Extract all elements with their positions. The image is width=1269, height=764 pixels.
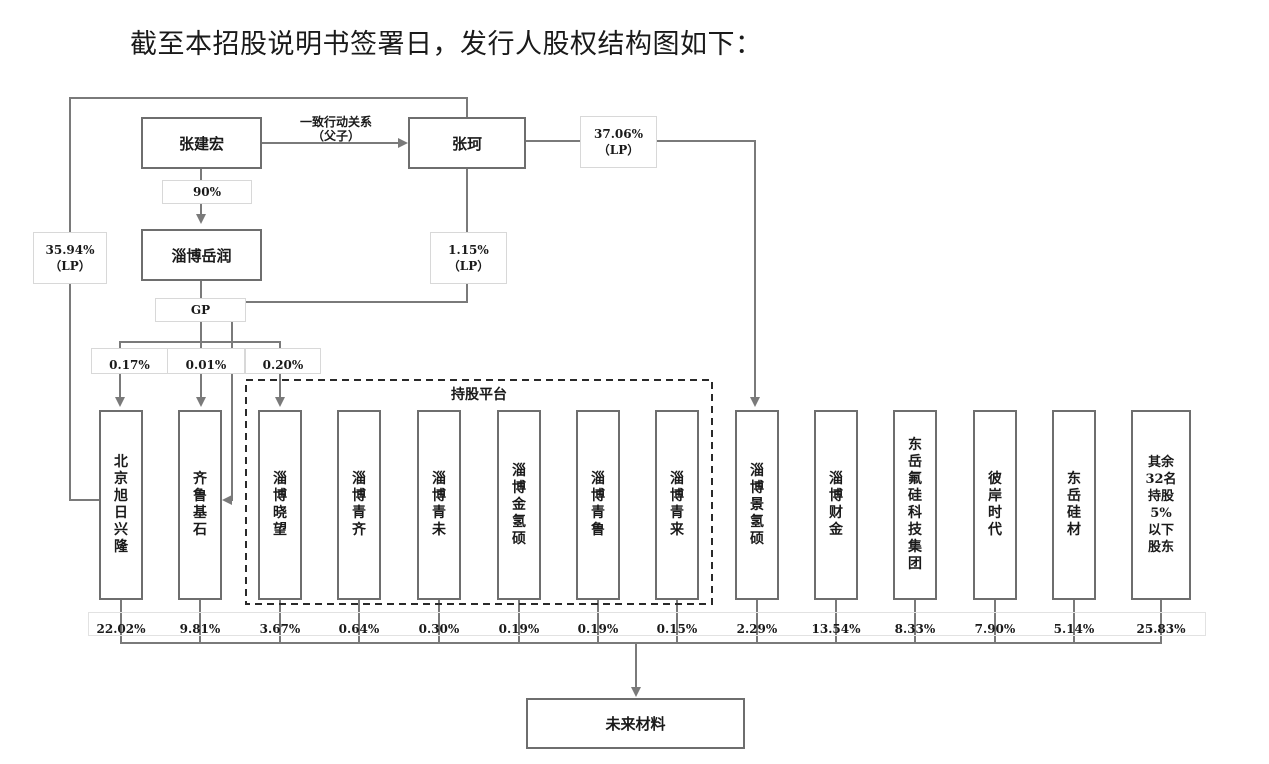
shareholder-pct: 22.02% xyxy=(96,622,146,636)
concerted-action-label: 一致行动关系 （父子） xyxy=(299,115,372,143)
pct-label-37-06-lp: 37.06% （LP） xyxy=(580,116,657,168)
gp-label: GP xyxy=(155,298,246,322)
shareholder-box: 淄博财金 xyxy=(814,410,858,600)
pct-strip xyxy=(88,612,1206,636)
line-zhangke-to-jingqingshuo xyxy=(526,140,760,407)
shareholder-box: 淄博青未 xyxy=(417,410,461,600)
shareholder-pct: 5.14% xyxy=(1053,622,1095,636)
pct-label-1-15-lp: 1.15% （LP） xyxy=(430,232,507,284)
shareholder-box: 齐鲁基石 xyxy=(178,410,222,600)
shareholder-pct: 9.81% xyxy=(179,622,221,636)
entity-zhang-jianhong: 张建宏 xyxy=(141,117,262,169)
shareholder-box: 东岳硅材 xyxy=(1052,410,1096,600)
line-gp-to-xiaowang xyxy=(201,341,285,407)
shareholder-box: 淄博晓望 xyxy=(258,410,302,600)
shareholder-pct: 13.54% xyxy=(811,622,861,636)
line-bottom-bus xyxy=(120,600,1162,644)
shareholder-pct: 0.15% xyxy=(656,622,698,636)
shareholder-pct: 8.33% xyxy=(894,622,936,636)
shareholder-box: 北京旭日兴隆 xyxy=(99,410,143,600)
shareholder-box: 淄博景氢硕 xyxy=(735,410,779,600)
entity-zibo-yuerun: 淄博岳润 xyxy=(141,229,262,281)
platform-dashed-box xyxy=(245,379,713,605)
shareholder-box: 淄博青鲁 xyxy=(576,410,620,600)
shareholder-pct: 0.30% xyxy=(418,622,460,636)
shareholder-box: 东岳氟硅科技集团 xyxy=(893,410,937,600)
shareholder-pct: 0.64% xyxy=(338,622,380,636)
entity-company: 未来材料 xyxy=(526,698,745,749)
shareholder-pct: 2.29% xyxy=(736,622,778,636)
shareholder-box: 淄博金氢硕 xyxy=(497,410,541,600)
gp-pct-label-1: 0.01% xyxy=(168,348,245,374)
shareholder-pct: 7.90% xyxy=(974,622,1016,636)
shareholder-pct: 0.19% xyxy=(577,622,619,636)
pct-label-35-94-lp: 35.94% （LP） xyxy=(33,232,107,284)
platform-label: 持股平台 xyxy=(451,387,507,403)
page-heading: 截至本招股说明书签署日，发行人股权结构图如下： xyxy=(130,29,763,60)
shareholder-pct: 25.83% xyxy=(1136,622,1186,636)
line-zhangke-to-beijing xyxy=(69,97,468,505)
gp-pct-label-2: 0.20% xyxy=(245,348,321,374)
pct-label-90: 90% xyxy=(162,180,252,204)
shareholder-box: 淄博青来 xyxy=(655,410,699,600)
shareholder-box: 淄博青齐 xyxy=(337,410,381,600)
shareholder-box: 彼岸时代 xyxy=(973,410,1017,600)
shareholder-pct: 0.19% xyxy=(498,622,540,636)
shareholder-pct: 3.67% xyxy=(259,622,301,636)
entity-zhang-ke: 张珂 xyxy=(408,117,526,169)
gp-pct-label-0: 0.17% xyxy=(91,348,168,374)
shareholder-box: 其余32名持股5%以下股东 xyxy=(1131,410,1191,600)
